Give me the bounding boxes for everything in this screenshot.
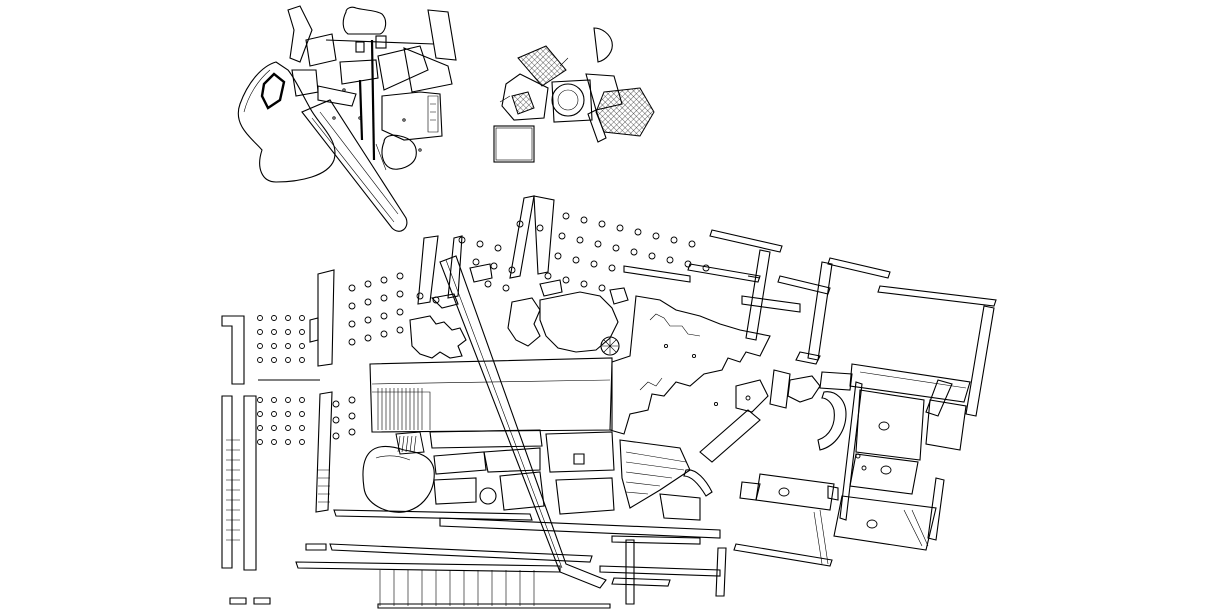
small-plan-left bbox=[237, 5, 457, 232]
column-grid-left bbox=[257, 315, 305, 445]
stair-treads bbox=[377, 388, 423, 430]
main-floor-plan bbox=[221, 195, 997, 609]
small-plan-right bbox=[493, 27, 655, 163]
column-grid-center bbox=[332, 212, 710, 440]
ramp-lines bbox=[379, 570, 535, 606]
